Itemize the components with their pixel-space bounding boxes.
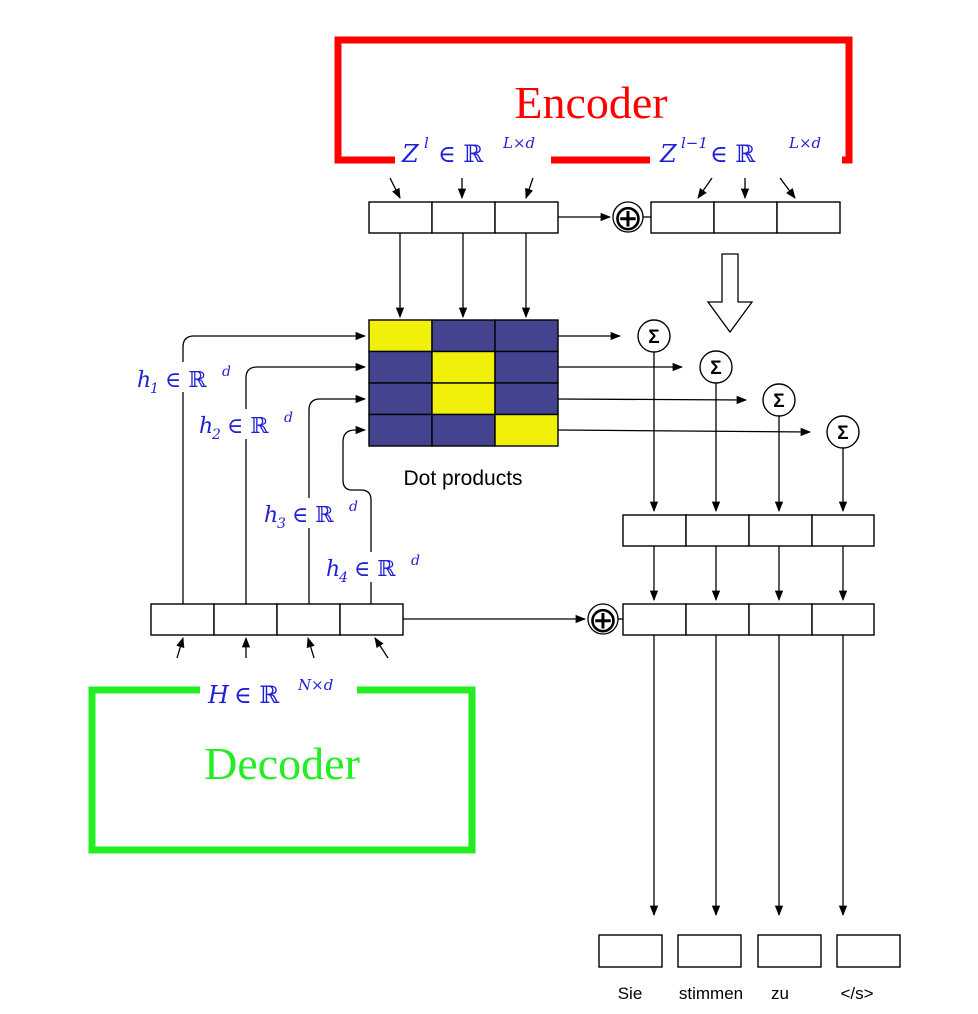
token-label-4: </s> xyxy=(840,984,873,1003)
z-l-prev-label: Z l−1 ∈ ℝ L×d xyxy=(659,134,821,168)
h3-dim: d xyxy=(349,499,358,515)
h4-label: h 4 ∈ ℝ d xyxy=(323,552,429,586)
h3-label: h 3 ∈ ℝ d xyxy=(261,498,367,532)
matrix-cell-r3-c3 xyxy=(494,382,559,416)
token-box-3 xyxy=(757,934,822,968)
h2-sub: 2 xyxy=(211,427,221,443)
decoder-h-vector xyxy=(150,603,404,636)
matrix-cell-r1-c3 xyxy=(494,319,559,353)
matrix-cell-r4-c3 xyxy=(494,413,559,447)
h3-rel: ∈ ℝ xyxy=(292,503,334,528)
h4-rel: ∈ ℝ xyxy=(354,557,396,582)
matrix-cell-r2-c3 xyxy=(494,350,559,384)
h1-base: h xyxy=(137,368,151,393)
decoder-block: Decoder xyxy=(88,686,476,854)
h3-base: h xyxy=(264,503,278,528)
h4-dim: d xyxy=(411,553,420,569)
h1-dim: d xyxy=(222,364,231,380)
sigma-1: Σ xyxy=(648,327,659,348)
h4-sub: 4 xyxy=(338,570,348,586)
token-box-1 xyxy=(598,934,663,968)
sigma-4: Σ xyxy=(837,423,848,444)
z-l-prev-vector xyxy=(650,201,841,234)
token-label-2: stimmen xyxy=(679,984,743,1003)
sum-node-1: Σ xyxy=(637,319,671,353)
matrix-cell-r4-c2 xyxy=(431,413,496,447)
z-l-prev-sup: l−1 xyxy=(681,134,708,152)
token-label-1: Sie xyxy=(618,984,643,1003)
matrix-cell-r1-c2 xyxy=(431,319,496,353)
matrix-cell-r2-c2 xyxy=(431,350,496,384)
output-tokens: Sie stimmen zu </s> xyxy=(598,934,901,1003)
sum-node-2: Σ xyxy=(699,350,733,384)
z-l-vector xyxy=(368,201,559,234)
decoder-label: Decoder xyxy=(204,738,360,789)
h2-rel: ∈ ℝ xyxy=(227,414,269,439)
z-l-label: Z l ∈ ℝ L×d xyxy=(401,134,535,168)
z-l-prev-base: Z xyxy=(659,140,678,168)
z-l-prev-dim: L×d xyxy=(788,134,821,152)
h4-base: h xyxy=(326,557,340,582)
token-box-4 xyxy=(836,934,901,968)
token-box-2 xyxy=(677,934,742,968)
matrix-cell-r2-c1 xyxy=(368,350,433,384)
z-l-prev-rel: ∈ ℝ xyxy=(710,140,756,168)
matrix-cell-r4-c1 xyxy=(368,413,433,447)
h1-label: h 1 ∈ ℝ d xyxy=(134,362,240,397)
encoder-label: Encoder xyxy=(514,77,667,128)
token-label-3: zu xyxy=(771,984,789,1003)
z-l-base: Z xyxy=(401,140,420,168)
residual-output-vector xyxy=(622,603,875,636)
sum-node-4: Σ xyxy=(826,415,860,449)
h-matrix-dim: N×d xyxy=(297,676,333,694)
sigma-3: Σ xyxy=(773,391,784,412)
dot-products-label: Dot products xyxy=(403,467,522,490)
z-l-dim: L×d xyxy=(502,134,535,152)
h-matrix-base: H xyxy=(207,681,230,709)
h2-label: h 2 ∈ ℝ d xyxy=(196,409,302,443)
hollow-down-arrow xyxy=(706,253,754,334)
h1-rel: ∈ ℝ xyxy=(165,368,207,393)
h2-base: h xyxy=(199,414,213,439)
matrix-cell-r3-c2 xyxy=(431,382,496,416)
h-matrix-label: H ∈ ℝ N×d xyxy=(207,676,333,709)
dot-product-matrix xyxy=(368,319,559,447)
add-symbol-bottom: ⊕ xyxy=(588,599,618,640)
matrix-cell-r1-c1 xyxy=(368,319,433,353)
sigma-2: Σ xyxy=(710,358,721,379)
h-matrix-rel: ∈ ℝ xyxy=(234,681,280,709)
z-l-sup: l xyxy=(424,134,429,152)
h3-sub: 3 xyxy=(277,516,286,532)
attention-output-vector xyxy=(622,514,875,547)
matrix-cell-r3-c1 xyxy=(368,382,433,416)
add-symbol-top: ⊕ xyxy=(613,197,643,238)
encoder-block: Encoder xyxy=(334,36,853,164)
z-l-rel: ∈ ℝ xyxy=(438,140,484,168)
h2-dim: d xyxy=(284,410,293,426)
sum-node-3: Σ xyxy=(762,383,796,417)
h1-sub: 1 xyxy=(150,381,159,397)
